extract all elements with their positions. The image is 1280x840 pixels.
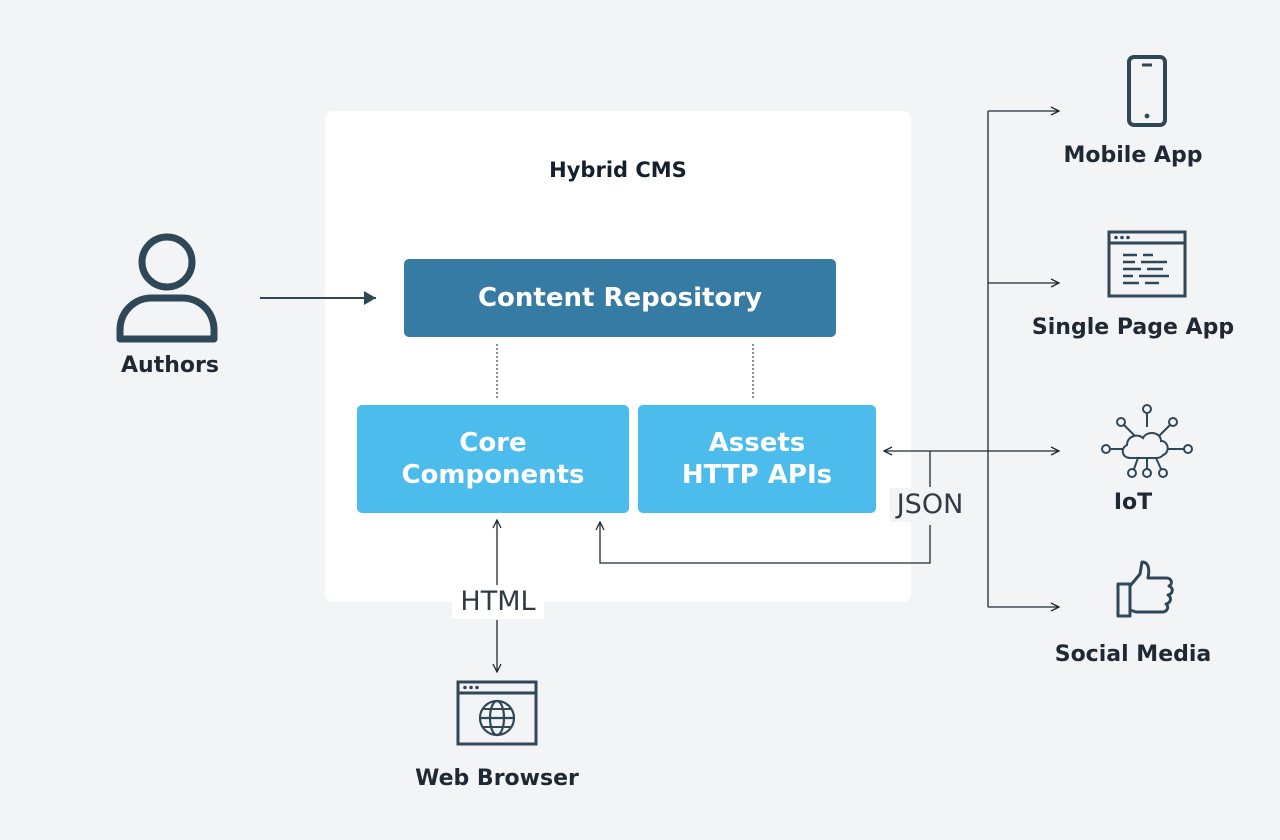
- core-components-label-line2: Components: [401, 460, 585, 490]
- json-loop-bottom: [600, 522, 931, 564]
- assets-http-apis-box: Assets HTTP APIs: [638, 405, 876, 513]
- mobile-phone-icon: [1127, 55, 1167, 127]
- thumbs-up-icon: [1116, 560, 1174, 618]
- channel-social-media-label: Social Media: [1054, 642, 1212, 667]
- channel-mobile-app-label: Mobile App: [1063, 143, 1203, 168]
- core-components-box: Core Components: [357, 405, 629, 513]
- html-connection-label: HTML: [452, 585, 544, 619]
- assets-label-line1: Assets: [708, 428, 806, 458]
- browser-window-icon: [1107, 230, 1187, 298]
- globe-browser-icon: [456, 680, 538, 746]
- json-connection-label: JSON: [890, 488, 970, 522]
- content-repository-label: Content Repository: [477, 283, 763, 313]
- core-components-label-line1: Core: [459, 428, 527, 458]
- content-repository-box: Content Repository: [404, 259, 836, 337]
- cloud-network-icon: [1101, 404, 1193, 478]
- hybrid-cms-panel: [325, 111, 911, 602]
- channel-iot-label: IoT: [1113, 490, 1153, 515]
- hybrid-cms-title: Hybrid CMS: [549, 158, 687, 182]
- user-icon: [116, 233, 218, 343]
- channel-single-page-app-label: Single Page App: [1031, 315, 1235, 340]
- authors-label: Authors: [121, 353, 219, 378]
- assets-label-line2: HTTP APIs: [681, 460, 833, 490]
- web-browser-label: Web Browser: [415, 766, 579, 791]
